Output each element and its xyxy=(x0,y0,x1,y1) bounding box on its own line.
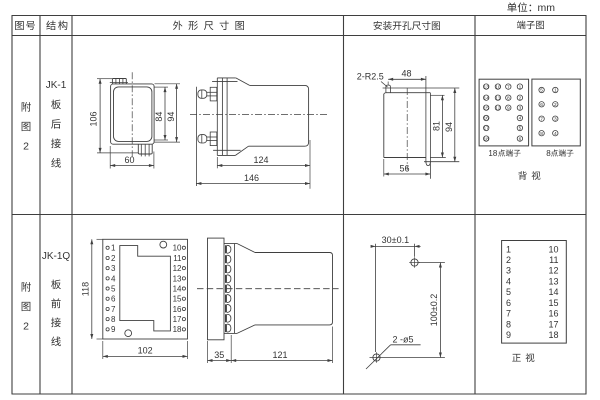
svg-text:12: 12 xyxy=(173,264,182,273)
svg-text:5: 5 xyxy=(519,126,522,132)
svg-text:11: 11 xyxy=(549,255,558,265)
svg-text:1: 1 xyxy=(519,84,522,90)
svg-text:10: 10 xyxy=(173,244,182,253)
svg-text:94: 94 xyxy=(444,122,454,132)
svg-text:2: 2 xyxy=(23,141,29,153)
svg-text:14: 14 xyxy=(173,284,182,293)
svg-text:48: 48 xyxy=(401,68,411,78)
svg-text:11: 11 xyxy=(173,254,182,263)
svg-text:17: 17 xyxy=(173,315,182,324)
svg-text:12: 12 xyxy=(495,105,501,111)
svg-text:94: 94 xyxy=(166,112,176,122)
svg-text:7: 7 xyxy=(506,309,511,319)
svg-text:7: 7 xyxy=(111,305,116,314)
svg-text:8: 8 xyxy=(507,95,510,101)
svg-text:9: 9 xyxy=(507,105,510,111)
svg-text:84: 84 xyxy=(154,112,164,122)
svg-text:3: 3 xyxy=(111,264,116,273)
svg-text:9: 9 xyxy=(506,330,511,340)
svg-text:16: 16 xyxy=(548,309,558,319)
svg-text:1: 1 xyxy=(111,244,116,253)
svg-text:11: 11 xyxy=(495,95,500,101)
svg-text:6: 6 xyxy=(540,102,543,108)
svg-text:146: 146 xyxy=(244,173,259,183)
svg-text:2: 2 xyxy=(506,255,511,265)
svg-text:6: 6 xyxy=(506,298,511,308)
svg-text:6: 6 xyxy=(111,295,116,304)
svg-text:30±0.1: 30±0.1 xyxy=(382,235,409,245)
svg-text:35: 35 xyxy=(214,350,224,360)
svg-text:7: 7 xyxy=(540,116,543,122)
svg-text:5: 5 xyxy=(506,287,511,297)
svg-text:13: 13 xyxy=(548,276,558,286)
svg-text:121: 121 xyxy=(272,350,287,360)
svg-text:2: 2 xyxy=(23,321,29,333)
svg-text:8: 8 xyxy=(546,149,551,158)
svg-text:56: 56 xyxy=(399,163,409,173)
svg-text:16: 16 xyxy=(484,116,490,122)
svg-text:6: 6 xyxy=(519,136,522,142)
svg-text:17: 17 xyxy=(548,319,558,329)
svg-text:1: 1 xyxy=(554,88,557,94)
svg-text:18: 18 xyxy=(548,330,558,340)
svg-text:7: 7 xyxy=(507,84,510,90)
svg-text:8: 8 xyxy=(540,131,543,137)
svg-text:2: 2 xyxy=(519,95,522,101)
svg-text:17: 17 xyxy=(484,126,490,132)
svg-text:18: 18 xyxy=(488,149,497,158)
svg-text:5: 5 xyxy=(540,88,543,94)
svg-text:3: 3 xyxy=(519,105,522,111)
svg-text:14: 14 xyxy=(484,95,490,101)
svg-text:13: 13 xyxy=(484,84,490,90)
svg-text:102: 102 xyxy=(138,346,153,356)
svg-text:JK-1Q: JK-1Q xyxy=(42,251,71,262)
svg-text:12: 12 xyxy=(548,266,558,276)
svg-text:4: 4 xyxy=(519,116,522,122)
svg-text:81: 81 xyxy=(431,121,441,131)
svg-text:1: 1 xyxy=(506,244,511,254)
svg-text:5: 5 xyxy=(111,284,116,293)
svg-text:4: 4 xyxy=(554,131,557,137)
svg-text:JK-1: JK-1 xyxy=(46,80,67,91)
svg-text:10: 10 xyxy=(495,84,501,90)
svg-text:124: 124 xyxy=(253,155,268,165)
svg-text:mm: mm xyxy=(538,2,556,14)
svg-text:4: 4 xyxy=(506,276,511,286)
svg-text:2-R2.5: 2-R2.5 xyxy=(357,72,384,82)
svg-text:8: 8 xyxy=(111,315,116,324)
svg-text:2: 2 xyxy=(111,254,116,263)
svg-text:10: 10 xyxy=(548,244,558,254)
svg-text:13: 13 xyxy=(173,274,182,283)
svg-text:60: 60 xyxy=(124,155,134,165)
svg-text:106: 106 xyxy=(88,111,98,126)
svg-text:8: 8 xyxy=(506,319,511,329)
svg-text:9: 9 xyxy=(111,325,116,334)
svg-text:14: 14 xyxy=(548,287,558,297)
svg-text:18: 18 xyxy=(173,325,182,334)
svg-text:3: 3 xyxy=(506,266,511,276)
svg-text:3: 3 xyxy=(554,116,557,122)
svg-text:18: 18 xyxy=(484,136,490,142)
svg-text:118: 118 xyxy=(80,282,90,296)
svg-text:16: 16 xyxy=(173,305,182,314)
svg-text:15: 15 xyxy=(484,105,490,111)
svg-text:2: 2 xyxy=(554,102,557,108)
svg-text:100±0.2: 100±0.2 xyxy=(429,294,439,326)
svg-text:2 -ø5: 2 -ø5 xyxy=(392,334,413,344)
svg-text:4: 4 xyxy=(111,274,116,283)
svg-text:15: 15 xyxy=(548,298,558,308)
svg-text:15: 15 xyxy=(173,295,182,304)
